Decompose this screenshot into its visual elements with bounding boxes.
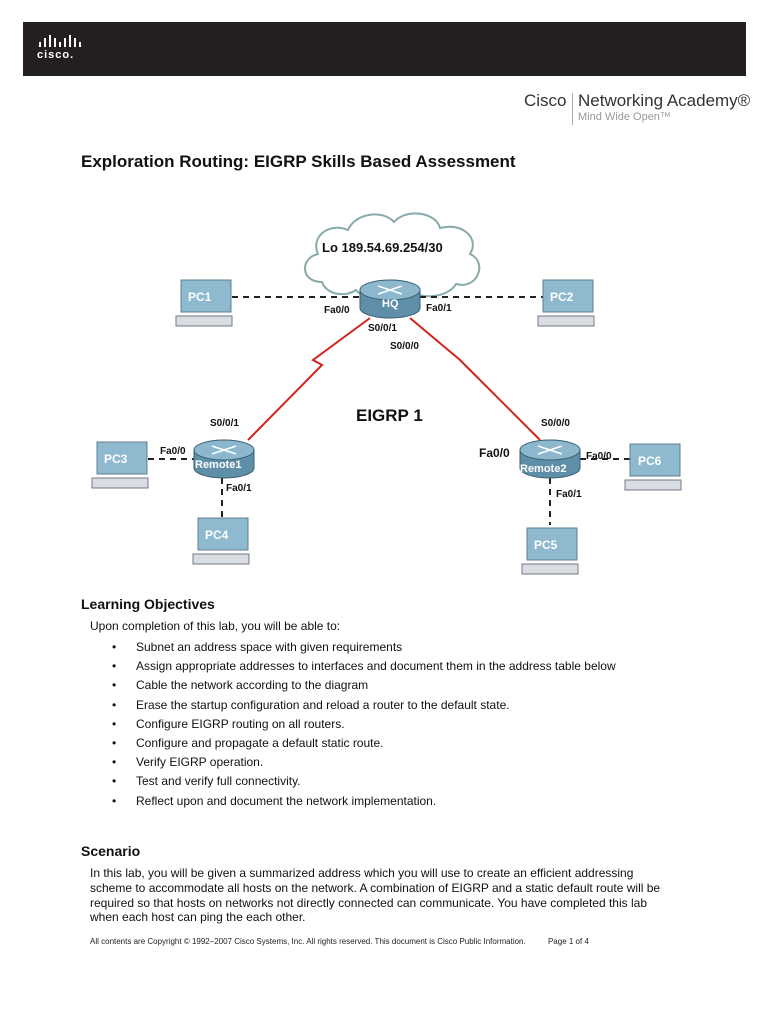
list-item: Cable the network according to the diagr…: [112, 678, 616, 697]
networking-academy-logo: Cisco Networking Academy® Mind Wide Open…: [524, 91, 750, 127]
list-item: Erase the startup configuration and relo…: [112, 698, 616, 717]
list-item: Configure EIGRP routing on all routers.: [112, 717, 616, 736]
loopback-label: Lo 189.54.69.254/30: [322, 240, 443, 255]
list-item: Configure and propagate a default static…: [112, 736, 616, 755]
remote1-s001-label: S0/0/1: [210, 418, 239, 429]
network-topology-diagram: Lo 189.54.69.254/30 HQ Remote1 Remote2 P…: [91, 212, 682, 575]
list-item: Verify EIGRP operation.: [112, 755, 616, 774]
cisco-logo-text: cisco.: [37, 49, 75, 61]
list-item: Reflect upon and document the network im…: [112, 794, 616, 813]
pc4-label: PC4: [205, 528, 229, 542]
router-hq-label: HQ: [382, 298, 399, 310]
academy-name: Networking Academy®: [578, 91, 751, 110]
scenario-line-4: when each host can ping the each other.: [90, 910, 306, 924]
remote1-fa00-label: Fa0/0: [160, 446, 186, 457]
scenario-line-1: In this lab, you will be given a summari…: [90, 866, 634, 880]
router-remote1-label: Remote1: [195, 459, 241, 471]
academy-divider: [572, 93, 573, 125]
pc2-icon: PC2: [537, 279, 595, 327]
remote1-fa01-label: Fa0/1: [226, 483, 252, 494]
objectives-heading: Learning Objectives: [81, 596, 215, 612]
scenario-line-2: scheme to accommodate all hosts on the n…: [90, 881, 661, 895]
router-hq-icon: [359, 279, 421, 319]
eigrp-label: EIGRP 1: [356, 406, 423, 425]
router-remote2-label: Remote2: [520, 463, 566, 475]
remote2-fa01-label: Fa0/1: [556, 489, 582, 500]
hq-fa01-label: Fa0/1: [426, 303, 452, 314]
router-remote1-icon: [193, 439, 255, 479]
pc5-label: PC5: [534, 538, 558, 552]
objectives-intro: Upon completion of this lab, you will be…: [90, 619, 341, 633]
pc1-label: PC1: [188, 290, 212, 304]
list-item: Subnet an address space with given requi…: [112, 640, 616, 659]
router-remote2-icon: [519, 439, 581, 479]
serial-hq-remote2: [409, 317, 541, 441]
page-title: Exploration Routing: EIGRP Skills Based …: [81, 152, 516, 171]
page-number: Page 1 of 4: [547, 937, 589, 946]
cisco-logo: cisco.: [37, 35, 97, 61]
hq-s001-label: S0/0/1: [368, 323, 397, 334]
academy-tagline: Mind Wide Open™: [578, 111, 671, 123]
copyright-text: All contents are Copyright © 1992–2007 C…: [90, 937, 526, 946]
page-footer: All contents are Copyright © 1992–2007 C…: [90, 937, 589, 946]
header-bar: cisco.: [23, 22, 746, 76]
pc3-icon: PC3: [91, 441, 149, 489]
hq-s000-label: S0/0/0: [390, 341, 419, 352]
remote2-fa00-left-label: Fa0/0: [479, 446, 510, 460]
pc1-icon: PC1: [175, 279, 233, 327]
objectives-list: Subnet an address space with given requi…: [112, 640, 616, 813]
pc4-icon: PC4: [192, 517, 250, 565]
scenario-line-3: required so that hosts on networks not d…: [90, 896, 647, 910]
remote2-s000-label: S0/0/0: [541, 418, 570, 429]
academy-cisco: Cisco: [524, 91, 567, 110]
remote2-fa00-right-label: Fa0/0: [586, 451, 612, 462]
hq-fa00-label: Fa0/0: [324, 305, 350, 316]
pc5-icon: PC5: [521, 527, 579, 575]
list-item: Assign appropriate addresses to interfac…: [112, 659, 616, 678]
list-item: Test and verify full connectivity.: [112, 774, 616, 793]
pc3-label: PC3: [104, 452, 128, 466]
pc2-label: PC2: [550, 290, 574, 304]
pc6-icon: PC6: [624, 443, 682, 491]
cisco-logo-bars-icon: [39, 35, 97, 47]
scenario-heading: Scenario: [81, 843, 141, 859]
pc6-label: PC6: [638, 454, 662, 468]
serial-hq-remote1: [247, 317, 371, 441]
